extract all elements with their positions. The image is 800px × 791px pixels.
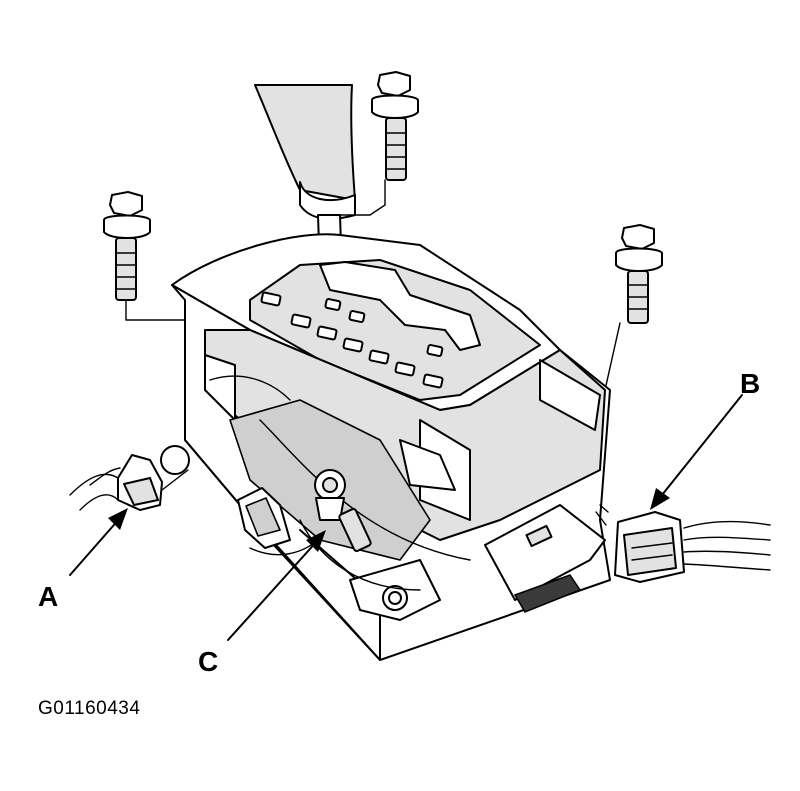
connector-a (69, 454, 189, 511)
connector-c (237, 469, 372, 556)
callout-label-a: A (38, 581, 59, 612)
bolt-top-center (371, 71, 419, 181)
callout-label-b: B (740, 368, 761, 399)
bolt-right (604, 224, 663, 391)
cable-clip-right (484, 504, 609, 613)
callout-arrow-c (227, 530, 326, 641)
callout-arrow-b (650, 394, 743, 510)
bolt-left (103, 191, 241, 321)
connector-b (614, 511, 771, 583)
shift-gate-plate (171, 233, 561, 411)
callout-arrow-a (69, 508, 128, 576)
figure-id: G01160434 (38, 698, 141, 719)
indicator-windows (260, 291, 444, 389)
callout-label-c: C (198, 646, 219, 677)
